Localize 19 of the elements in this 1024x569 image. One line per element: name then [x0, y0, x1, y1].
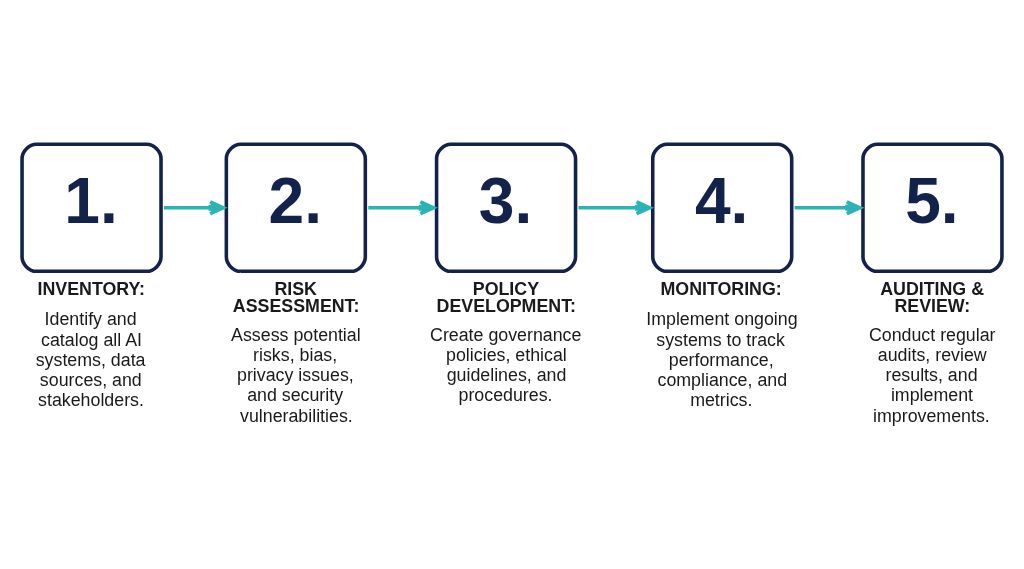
node-label: Conduct regular audits, review results, and implement improvements. — [868, 324, 996, 426]
node-label: Identify and catalog all AI systems, data sources, and stakeholders. — [35, 308, 146, 410]
node-box: 1. — [20, 141, 163, 273]
node-box: 2. — [224, 141, 368, 273]
node-label: Assess potential risks, bias, privacy issues, and security vulnerabilities. — [231, 324, 361, 426]
node-label: Implement ongoing systems to track performance, compliance, and metrics. — [646, 308, 798, 410]
node-label: RISK ASSESSMENT: — [232, 278, 360, 316]
node-label: AUDITING & REVIEW: — [880, 278, 985, 316]
arrow — [794, 199, 862, 215]
node-label: POLICY DEVELOPMENT: — [436, 278, 576, 316]
node-box: 4. — [650, 141, 794, 273]
node-label: INVENTORY: — [37, 278, 145, 298]
arrow — [578, 199, 652, 215]
arrow — [368, 199, 436, 215]
node-label: MONITORING: — [660, 278, 782, 298]
node-label: Create governance policies, ethical guidelines, and procedures. — [430, 324, 582, 405]
node-box: 3. — [434, 141, 578, 273]
arrow — [164, 199, 226, 215]
node-box: 5. — [861, 141, 1004, 273]
